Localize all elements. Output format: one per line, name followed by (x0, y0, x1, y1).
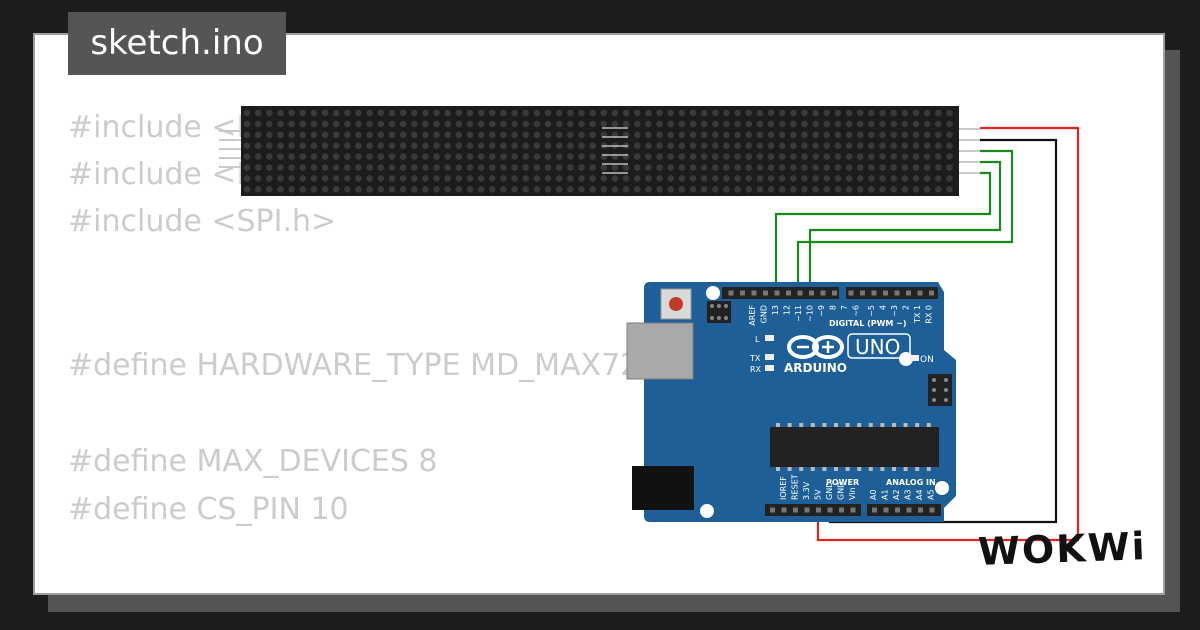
matrix-body (241, 106, 959, 196)
arduino-logo-signs (797, 341, 834, 353)
digital-header-2[interactable] (846, 287, 938, 299)
digital-header[interactable] (722, 287, 839, 299)
bottom-pin-label: RESET (791, 474, 800, 500)
rx-label: RX (750, 365, 762, 374)
matrix-center-pins (602, 127, 628, 174)
filename-tab[interactable]: sketch.ino (68, 12, 286, 75)
mount-hole (706, 286, 720, 300)
top-pin-label: 4 (879, 305, 888, 310)
top-pin-label: RX 0 (925, 305, 934, 324)
reset-button[interactable] (669, 297, 683, 311)
matrix-left-pins (219, 130, 242, 168)
l-led (765, 335, 774, 341)
top-pin-label: ~10 (806, 305, 815, 322)
top-pin-label: 7 (840, 305, 849, 310)
wokwi-logo: WOKWi (977, 524, 1148, 574)
power-label: POWER (826, 478, 859, 487)
bottom-pin-label: A2 (892, 489, 901, 500)
atmega-chip (770, 427, 939, 467)
top-pin-holes (728, 290, 934, 296)
model-label: UNO (855, 335, 900, 359)
code-line: #define HARDWARE_TYPE MD_MAX72 (68, 348, 640, 383)
bottom-pin-label: A3 (904, 489, 913, 500)
bottom-pin-label: GND (825, 482, 834, 500)
chip-legs (776, 423, 931, 471)
mount-hole (700, 504, 714, 518)
bottom-pin-label: GND (837, 482, 846, 500)
top-pin-label: ~3 (890, 305, 899, 317)
top-pin-label: ~6 (852, 305, 861, 317)
bottom-pin-label: 3.3V (802, 481, 811, 500)
wire-clk-green (774, 171, 992, 292)
top-pin-label: ~5 (867, 305, 876, 317)
l-led-label: L (755, 335, 760, 344)
wires (774, 126, 1080, 542)
rx-led (765, 365, 774, 371)
power-header[interactable] (765, 504, 861, 516)
top-pin-label: 2 (902, 305, 911, 310)
top-pin-label: AREF (748, 305, 757, 326)
wire-din-green (796, 149, 1014, 292)
tx-label: TX (749, 354, 761, 363)
brand-label: ARDUINO (784, 361, 847, 375)
analog-label: ANALOG IN (886, 478, 936, 487)
top-pin-label: 13 (771, 305, 780, 315)
top-pin-label: GND (760, 305, 769, 323)
bottom-pin-holes (770, 507, 935, 513)
matrix-dots (243, 109, 953, 193)
power-led (910, 355, 919, 361)
top-pin-label: 12 (783, 305, 792, 315)
analog-header[interactable] (867, 504, 941, 516)
code-line: #define CS_PIN 10 (68, 492, 349, 527)
bottom-pin-label: A5 (927, 489, 936, 500)
bottom-pin-label: Vin (848, 487, 857, 500)
top-pin-label: TX 1 (913, 305, 922, 324)
tx-led (765, 354, 774, 360)
code-line: #define MAX_DEVICES 8 (68, 444, 438, 479)
usb-port (626, 322, 694, 380)
on-label: ON (920, 355, 934, 365)
power-jack (632, 466, 694, 510)
code-line: #include <SPI.h> (68, 204, 337, 239)
top-pin-label: ~11 (794, 305, 803, 322)
digital-label: DIGITAL (PWM ~) (829, 319, 907, 328)
bottom-pin-label: A4 (915, 489, 924, 500)
icsp-header-right (928, 374, 952, 406)
wire-cs-green (808, 160, 1002, 292)
top-pin-label: 8 (829, 305, 838, 310)
led-matrix-display[interactable] (219, 106, 980, 196)
top-pin-label: ~9 (817, 305, 826, 317)
mount-hole (935, 481, 949, 495)
model-label-box (847, 333, 911, 359)
code-line: #include <M (68, 157, 263, 192)
matrix-right-pins (958, 128, 980, 174)
bottom-pin-label: A1 (881, 489, 890, 500)
bottom-pin-label: IOREF (779, 476, 788, 500)
bottom-pin-label: 5V (814, 489, 823, 500)
wire-vcc-red (816, 126, 1080, 542)
bottom-pin-label: A0 (869, 489, 878, 500)
arduino-logo (787, 335, 844, 359)
